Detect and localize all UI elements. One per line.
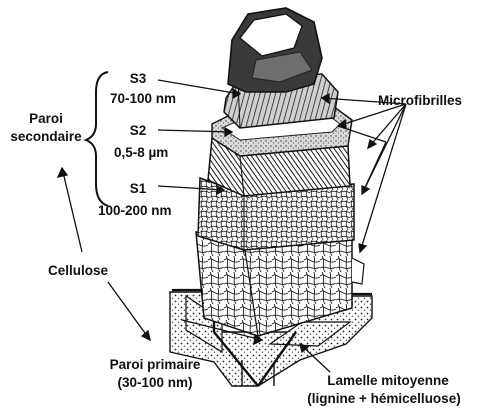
primary-wall-label-line2: (30-100 nm) bbox=[96, 374, 214, 391]
secondary-wall-brace bbox=[86, 72, 108, 206]
s3-size-label: 70-100 nm bbox=[110, 90, 176, 107]
s3-label: S3 bbox=[118, 70, 158, 87]
secondary-wall-label-line1: Paroi bbox=[4, 110, 88, 127]
cellulose-arrow-up bbox=[62, 168, 82, 252]
cellulose-label: Cellulose bbox=[48, 262, 108, 279]
s1-label: S1 bbox=[118, 180, 158, 197]
primary-wall-label-line1: Paroi primaire bbox=[96, 356, 214, 373]
lumen-top bbox=[228, 8, 322, 92]
middle-lamella-label-line2: (lignine + hémicelluose) bbox=[286, 390, 482, 407]
s1-size-label: 100-200 nm bbox=[98, 202, 172, 219]
microfibrils-label: Microfibrilles bbox=[378, 92, 462, 109]
microfibrils-bracket-bot bbox=[362, 142, 386, 194]
secondary-wall-label-line2: secondaire bbox=[4, 128, 88, 145]
middle-lamella-label-line1: Lamelle mitoyenne bbox=[300, 372, 476, 389]
s2-size-label: 0,5-8 µm bbox=[114, 144, 168, 161]
cellulose-arrow-down bbox=[108, 282, 150, 340]
microfibrils-leader-5 bbox=[360, 104, 406, 252]
s2-label: S2 bbox=[118, 122, 158, 139]
